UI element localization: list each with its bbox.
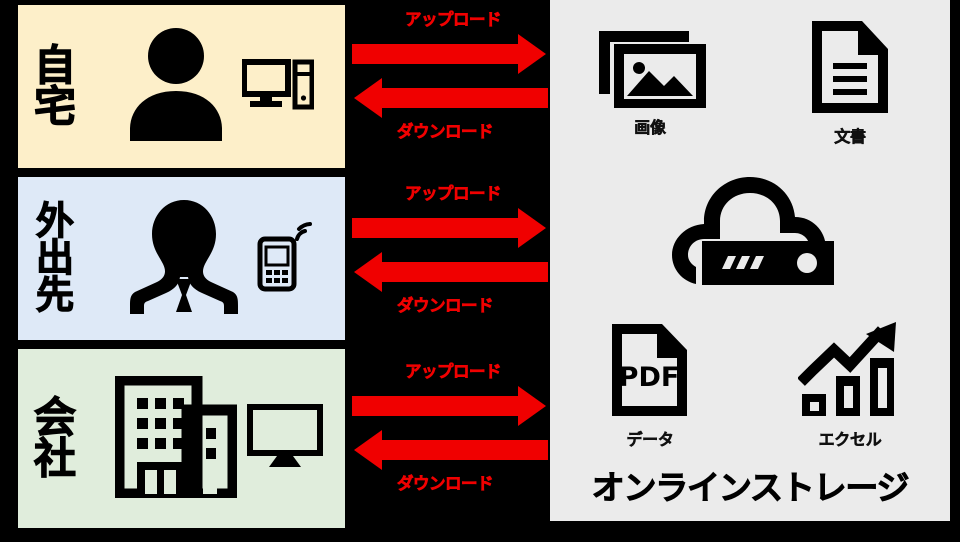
text-document-icon bbox=[806, 17, 894, 121]
transfer-arrows-mobile: アップロード ダウンロード bbox=[352, 182, 548, 318]
storage-item-document[interactable]: 文書 bbox=[750, 6, 950, 158]
download-arrow-home[interactable] bbox=[352, 76, 548, 120]
businessperson-icon bbox=[125, 194, 243, 324]
upload-arrow-mobile[interactable] bbox=[352, 206, 548, 250]
storage-items-grid: 画像 文書 bbox=[550, 6, 950, 461]
upload-label-home: アップロード bbox=[405, 10, 502, 30]
download-label-home: ダウンロード bbox=[397, 122, 494, 142]
upload-arrow-home[interactable] bbox=[352, 32, 548, 76]
storage-item-label-pdf: データ bbox=[626, 430, 674, 450]
office-building-icon bbox=[113, 374, 238, 502]
online-storage-panel[interactable]: 画像 文書 bbox=[550, 0, 950, 521]
transfer-arrows-home: アップロード ダウンロード bbox=[352, 8, 548, 144]
upload-label-office: アップロード bbox=[405, 362, 502, 382]
location-panel-home[interactable]: 自宅 bbox=[18, 5, 345, 168]
location-icons-home bbox=[92, 5, 345, 168]
storage-item-excel[interactable]: エクセル bbox=[750, 309, 950, 461]
download-label-office: ダウンロード bbox=[397, 474, 494, 494]
location-icons-office bbox=[92, 349, 345, 528]
desktop-computer-icon bbox=[240, 54, 314, 120]
storage-item-label-document: 文書 bbox=[834, 126, 866, 147]
storage-item-image[interactable]: 画像 bbox=[550, 6, 750, 158]
person-icon bbox=[124, 25, 228, 149]
cloud-server-icon bbox=[650, 171, 850, 295]
upload-arrow-office[interactable] bbox=[352, 384, 548, 428]
download-arrow-office[interactable] bbox=[352, 428, 548, 472]
transfer-arrows-office: アップロード ダウンロード bbox=[352, 360, 548, 496]
upload-label-mobile: アップロード bbox=[405, 184, 502, 204]
pdf-file-icon: PDF bbox=[607, 320, 693, 424]
storage-item-label-excel: エクセル bbox=[818, 430, 882, 450]
online-storage-title: オンラインストレージ bbox=[591, 468, 910, 508]
storage-item-cloud[interactable] bbox=[550, 158, 950, 310]
mobile-phone-signal-icon bbox=[257, 221, 313, 297]
monitor-icon bbox=[246, 401, 323, 477]
location-panel-mobile[interactable]: 外出先 bbox=[18, 177, 345, 340]
location-icons-mobile bbox=[92, 177, 345, 340]
svg-text:PDF: PDF bbox=[619, 362, 680, 393]
location-label-home: 自宅 bbox=[33, 41, 76, 131]
location-panel-office[interactable]: 会社 bbox=[18, 349, 345, 528]
download-arrow-mobile[interactable] bbox=[352, 250, 548, 294]
location-label-mobile: 外出先 bbox=[35, 198, 74, 318]
storage-item-label-image: 画像 bbox=[634, 117, 666, 138]
photos-stack-icon bbox=[594, 26, 706, 112]
location-label-office: 会社 bbox=[33, 393, 76, 483]
download-label-mobile: ダウンロード bbox=[397, 296, 494, 316]
storage-item-pdf[interactable]: PDF データ bbox=[550, 309, 750, 461]
bar-chart-growth-icon bbox=[797, 320, 902, 424]
